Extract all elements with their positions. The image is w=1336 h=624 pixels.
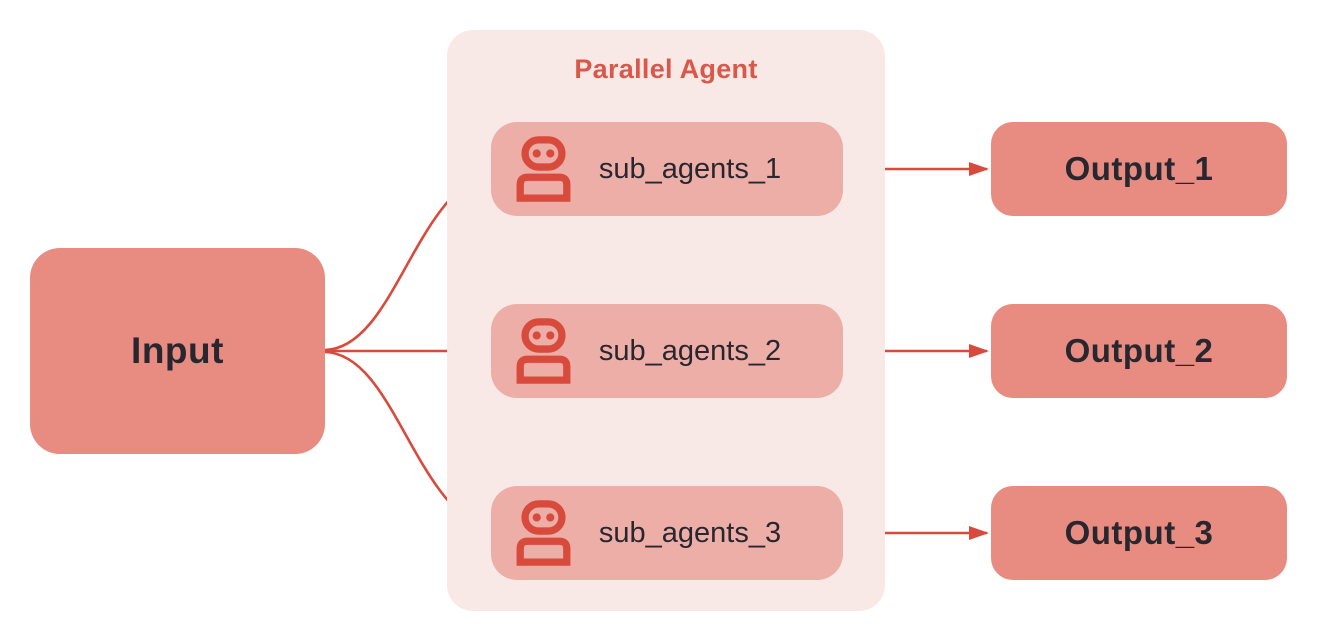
output-node-1: Output_1 bbox=[991, 122, 1287, 216]
sub-agent-node-2: sub_agents_2 bbox=[491, 304, 843, 398]
input-label: Input bbox=[131, 330, 224, 371]
sub-agent-node-3: sub_agents_3 bbox=[491, 486, 843, 580]
sub-agent-node-1: sub_agents_1 bbox=[491, 122, 843, 216]
robot-icon bbox=[516, 136, 571, 202]
output-node-2: Output_2 bbox=[991, 304, 1287, 398]
robot-icon bbox=[516, 500, 571, 566]
output-label: Output_1 bbox=[1064, 150, 1214, 187]
robot-icon bbox=[516, 318, 571, 384]
output-label: Output_3 bbox=[1064, 514, 1214, 551]
sub-agent-label: sub_agents_2 bbox=[598, 334, 782, 367]
output-label: Output_2 bbox=[1064, 332, 1214, 369]
sub-agent-label: sub_agents_1 bbox=[598, 152, 782, 185]
group-title: Parallel Agent bbox=[574, 54, 758, 84]
input-node: Input bbox=[30, 248, 325, 454]
sub-agent-label: sub_agents_3 bbox=[598, 516, 782, 549]
output-node-3: Output_3 bbox=[991, 486, 1287, 580]
